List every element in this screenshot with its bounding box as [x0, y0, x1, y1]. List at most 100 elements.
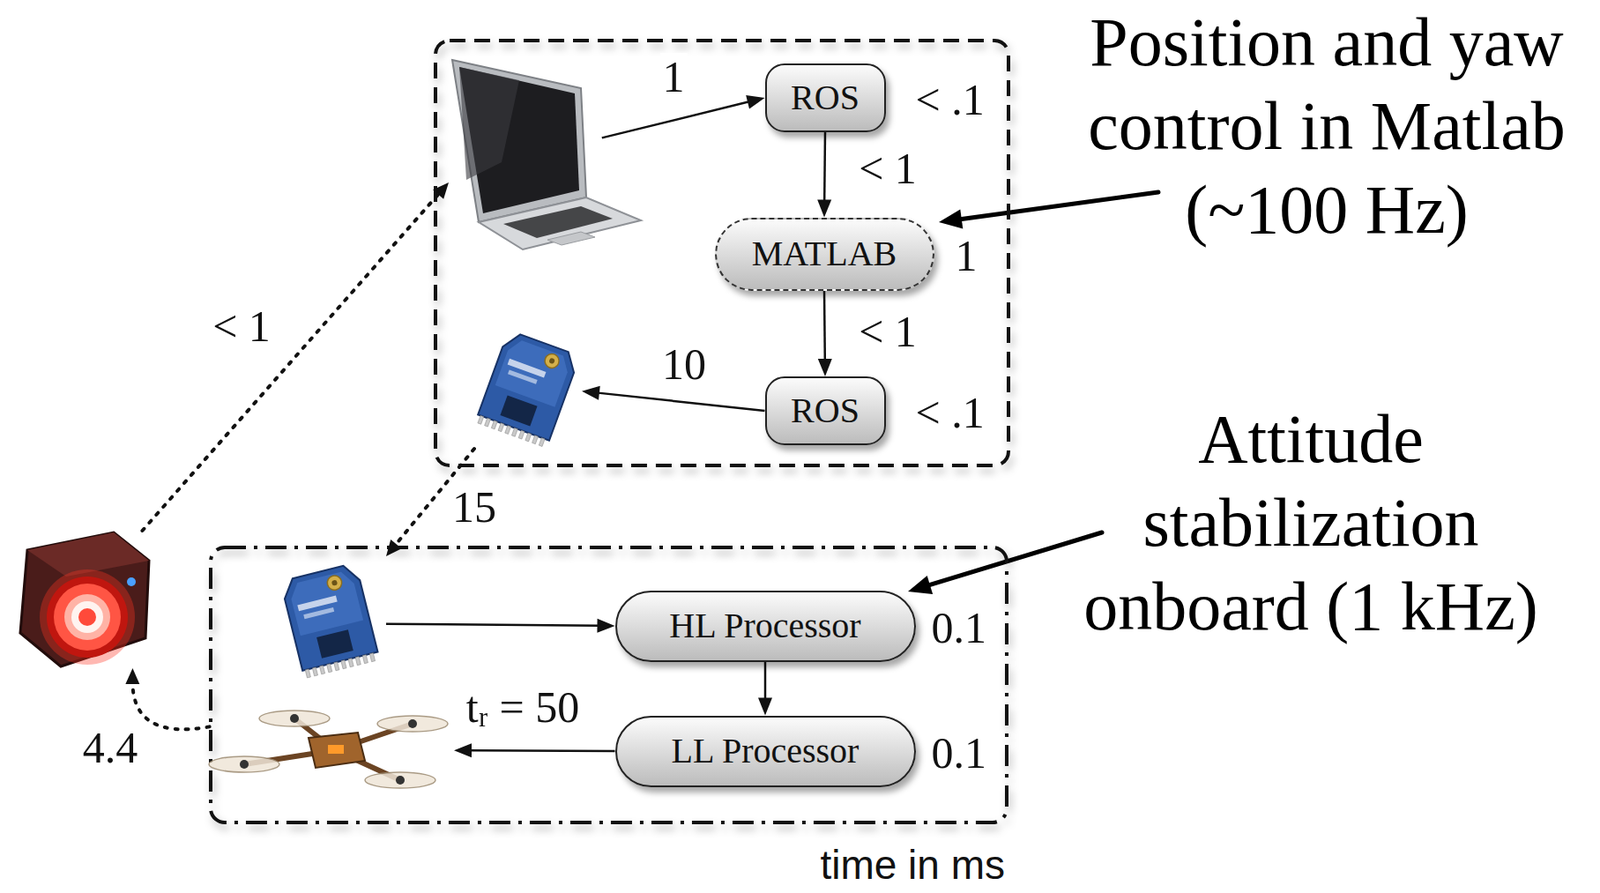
callout-arrow — [930, 532, 1102, 585]
xbee-pin — [362, 654, 368, 664]
xbee-chip — [316, 629, 354, 659]
xbee-radio-illustration — [474, 326, 582, 449]
drone-motor — [395, 775, 405, 785]
xbee-pin — [491, 420, 498, 430]
xbee-antenna-core — [331, 579, 338, 586]
xbee-antenna-core — [548, 357, 556, 365]
wireless-link — [125, 668, 209, 730]
drone-light — [327, 744, 344, 754]
quadrotor-illustration — [204, 699, 454, 798]
drone-motor — [408, 719, 417, 729]
latency-value: < .1 — [915, 388, 985, 438]
arrowhead — [596, 618, 615, 633]
callout-arrowhead — [938, 209, 963, 230]
drone-body — [308, 732, 365, 768]
xbee-antenna — [543, 351, 562, 371]
camera-lens — [71, 601, 104, 633]
latency-label: 4.4 — [80, 723, 142, 773]
xbee-pin — [511, 427, 518, 437]
arrowhead — [818, 358, 833, 377]
camera-ring — [46, 576, 128, 658]
latency-value: 0.1 — [931, 603, 988, 653]
xbee-board — [280, 562, 378, 670]
callout-arrow — [961, 192, 1159, 220]
drone-rotor — [259, 710, 330, 727]
drone-rotor — [377, 715, 448, 732]
connector-line — [823, 290, 827, 364]
xbee-pin — [538, 438, 545, 447]
processor-box: LL Processor0.1 — [615, 715, 916, 788]
callout-text: Attitude stabilization onboard (1 kHz) — [1046, 396, 1576, 648]
xbee-antenna — [326, 573, 344, 592]
drone-motor — [239, 759, 249, 769]
box-label: LL Processor — [671, 731, 860, 771]
latency-label: < 1 — [855, 144, 920, 194]
xbee-body — [475, 330, 581, 449]
xbee-pin — [334, 662, 340, 671]
laptop-illustration — [448, 56, 643, 251]
data-flow-arrow — [818, 290, 833, 378]
xbee-pin — [312, 667, 318, 677]
xbee-pin — [341, 660, 347, 670]
xbee-pin — [532, 435, 539, 445]
xbee-shine — [495, 337, 573, 408]
callout-arrowhead — [907, 575, 933, 595]
box-label: MATLAB — [751, 234, 897, 274]
arrowhead — [745, 95, 765, 110]
xbee-shine — [287, 569, 364, 636]
dashed-group-frame: ROS< .1MATLAB1ROS< .1 — [433, 38, 1011, 468]
xbee-chip — [499, 395, 537, 427]
laptop-trackpad — [547, 231, 596, 246]
data-flow-arrow — [758, 662, 773, 716]
latency-label: 1 — [660, 52, 688, 102]
camera-lens-core — [78, 608, 97, 626]
dashdot-group-frame: time in msHL Processor0.1LL Processor0.1 — [208, 545, 1009, 825]
quadrotor-illustration — [204, 699, 454, 798]
wireless-link — [141, 182, 449, 531]
process-box: ROS< .1 — [765, 376, 886, 446]
xbee-pin — [525, 432, 532, 442]
xbee-pin — [348, 658, 354, 668]
xbee-sticker — [507, 369, 538, 384]
laptop-base — [478, 197, 641, 250]
motion-capture-camera-illustration — [14, 530, 154, 669]
connector-line — [468, 749, 616, 752]
xbee-pin — [369, 653, 375, 663]
camera-glow — [39, 569, 135, 665]
xbee-radio-illustration — [474, 326, 582, 449]
xbee-pin — [505, 425, 512, 435]
axis-note: time in ms — [819, 843, 1005, 886]
xbee-pin — [477, 415, 484, 425]
callout-text: Position and yaw control in Matlab (~100… — [1066, 0, 1587, 252]
latency-label: 15 — [449, 483, 499, 532]
connector-line — [764, 662, 767, 702]
connector-line — [595, 392, 766, 411]
drone-rotor — [364, 772, 436, 789]
xbee-radio-illustration — [273, 556, 387, 682]
drone-rotor — [208, 756, 280, 773]
group-border — [210, 547, 1007, 823]
data-flow-arrow — [386, 618, 616, 633]
latency-value: 1 — [955, 231, 978, 281]
camera-led — [126, 577, 136, 587]
arrowhead — [817, 199, 832, 217]
latency-label: 10 — [659, 340, 709, 389]
latency-value: < .1 — [915, 75, 985, 125]
connector-line — [141, 192, 440, 531]
data-flow-arrow — [453, 743, 616, 758]
box-label: ROS — [790, 391, 860, 431]
xbee-pin — [327, 663, 333, 673]
xbee-sticker — [303, 607, 335, 619]
connector-line — [386, 624, 602, 626]
camera-ring — [64, 594, 111, 640]
camera-ring — [53, 583, 121, 651]
arrowhead — [758, 698, 773, 716]
data-flow-arrow — [602, 95, 766, 138]
xbee-pin — [305, 669, 311, 678]
processor-box: HL Processor0.1 — [615, 590, 916, 663]
box-label: ROS — [790, 78, 860, 118]
connector-line — [132, 680, 209, 730]
group-border — [435, 40, 1009, 466]
camera-housing — [20, 532, 149, 667]
